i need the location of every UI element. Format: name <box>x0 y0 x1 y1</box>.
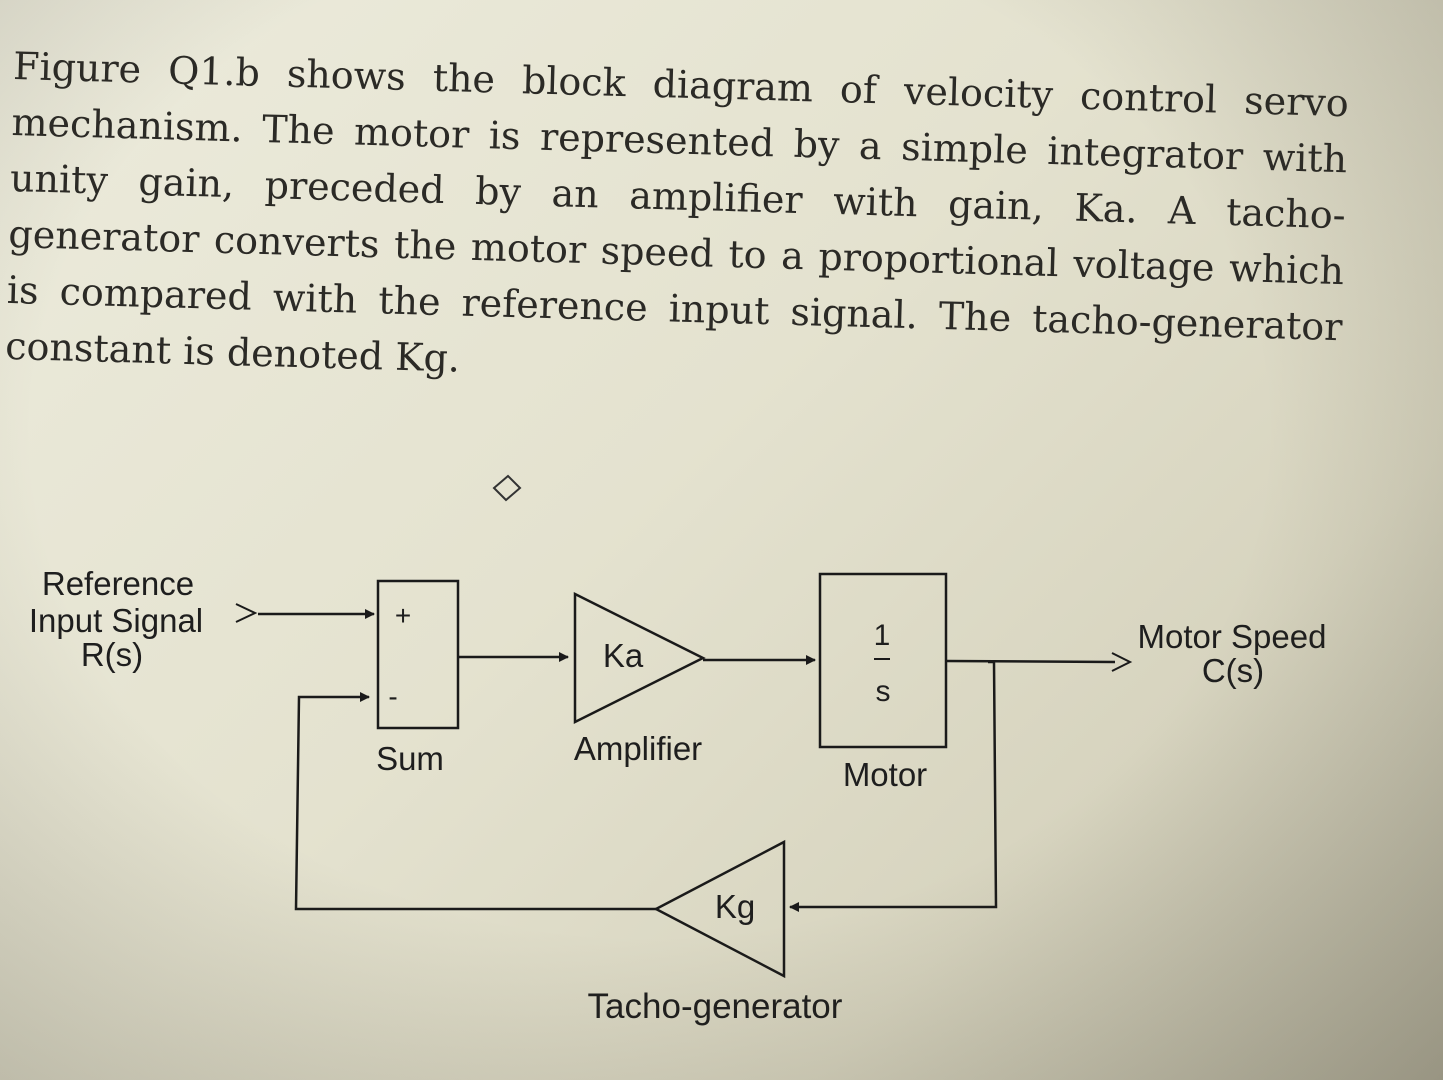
output-chevron-icon <box>1111 652 1133 672</box>
amplifier-gain: Ka <box>603 637 644 674</box>
sum-label: Sum <box>376 740 444 777</box>
tacho-generator-block <box>653 839 786 979</box>
motor-numerator: 1 <box>874 619 891 652</box>
sum-block <box>376 579 460 730</box>
input-label-line1: Reference <box>42 565 194 602</box>
amplifier-label: Amplifier <box>574 730 702 767</box>
eraser-cursor-icon <box>492 474 522 502</box>
sum-plus-sign: + <box>395 600 411 631</box>
output-label-line2: C(s) <box>1202 652 1264 689</box>
motor-output-line <box>945 659 1116 664</box>
sum-minus-sign: - <box>388 681 397 712</box>
feedback-return-line <box>294 692 656 911</box>
input-label-line2: Input Signal <box>29 602 203 639</box>
input-chevron-icon <box>235 603 258 623</box>
motor-label: Motor <box>843 756 927 793</box>
tacho-gain: Kg <box>715 888 755 925</box>
input-label-line3: R(s) <box>81 636 143 673</box>
output-label-line1: Motor Speed <box>1138 618 1327 655</box>
feedback-tap-line <box>789 660 998 912</box>
motor-block <box>818 572 948 749</box>
tacho-label: Tacho-generator <box>588 987 843 1026</box>
amplifier-block <box>573 591 706 725</box>
motor-denominator: s <box>876 675 891 708</box>
